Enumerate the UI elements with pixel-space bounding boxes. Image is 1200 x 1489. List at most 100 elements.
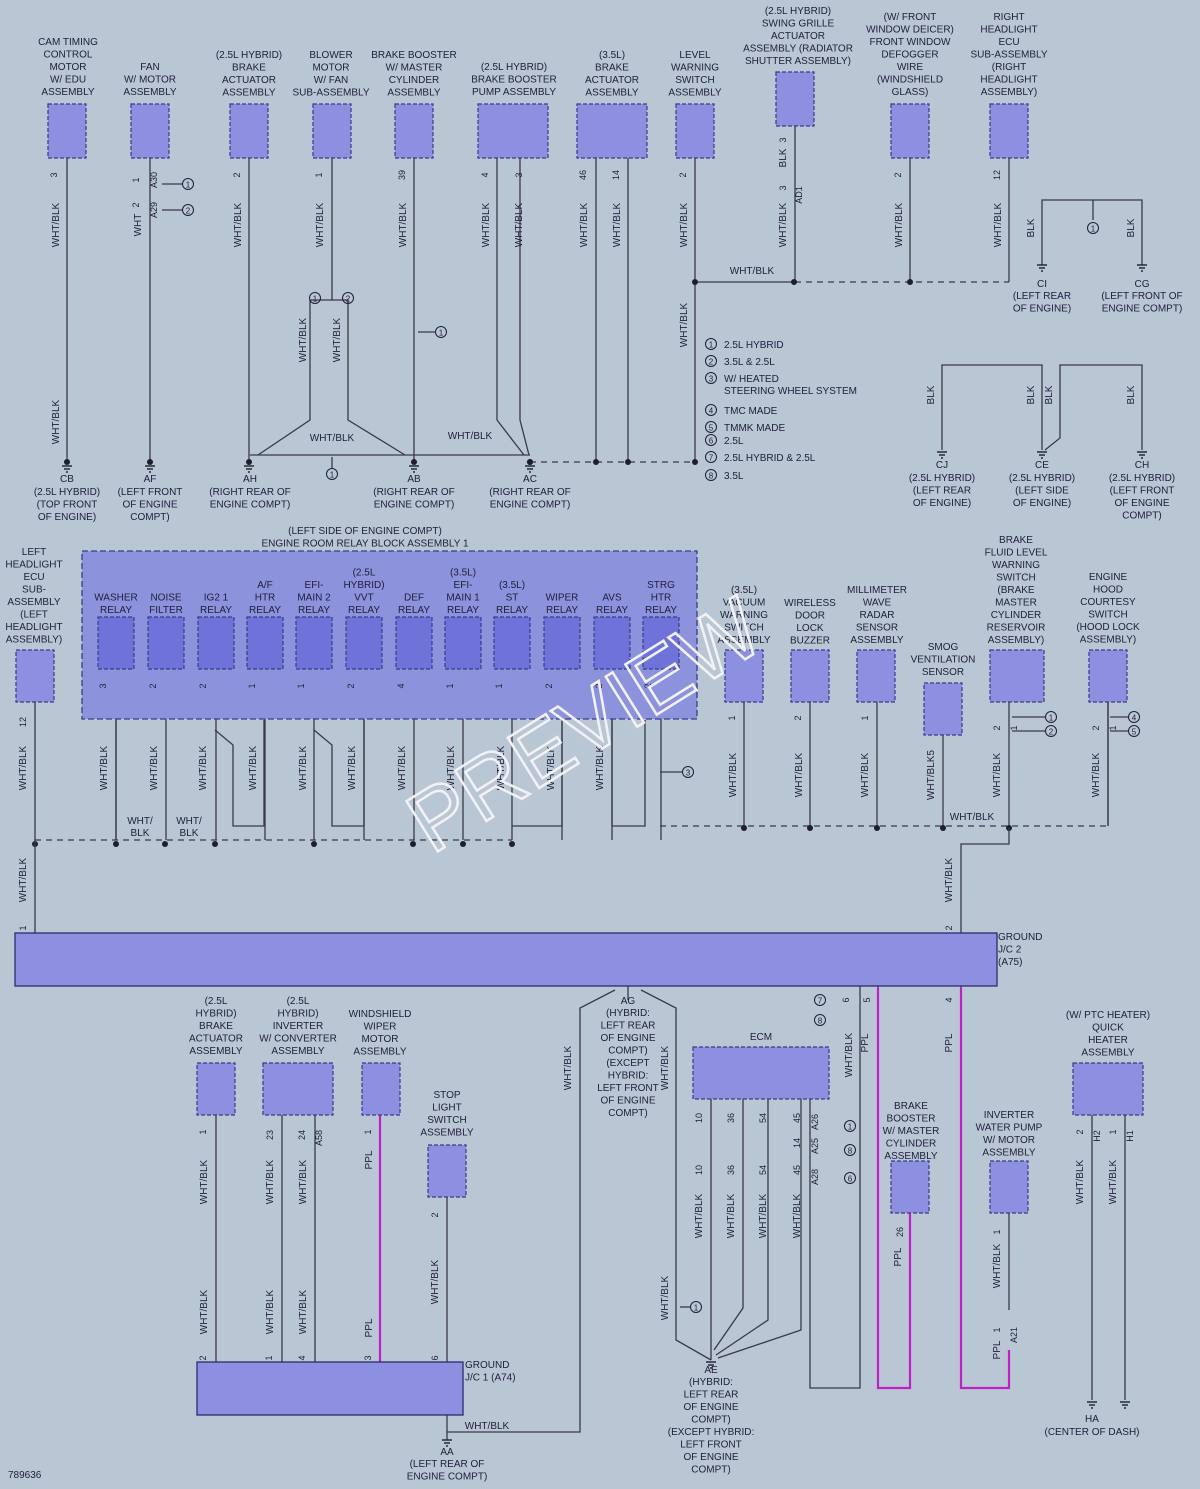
component-box [262,1062,334,1116]
wire-label: BLK [1026,385,1037,404]
relay-box [97,616,135,670]
pin-number: 2 [131,202,141,207]
pin-number: 36 [726,1165,736,1175]
pin-number: 1 [494,683,504,688]
component-box [1088,649,1128,703]
wire [1044,364,1143,451]
splice-dot [907,279,913,285]
ground-symbol [62,465,72,473]
ground-id: AH [243,474,257,485]
callout-number: 4 [709,407,714,416]
pin-number: A58 [314,1130,324,1146]
wire-label: WHT/BLK [794,752,805,797]
pin-number: 2 [198,683,208,688]
wire [447,1415,581,1433]
callout-circle [326,468,338,480]
pin-number: 39 [397,170,407,180]
ground-symbol [442,1439,452,1447]
wire-label: WHT/BLK [265,1159,276,1204]
wire [257,300,311,456]
wire [214,720,265,827]
wire-label: WHT/BLK [51,202,62,247]
callout-number: 1 [1049,714,1054,723]
wire [876,988,912,1390]
pin-number: 1 [1009,725,1019,730]
callout-circle [844,1144,856,1156]
ground-id: CJ [936,460,948,471]
ground-symbol [937,451,947,459]
pin-number: 2 [678,172,688,177]
pin-number: 1 [131,177,141,182]
relay-box [493,616,531,670]
pin-number: 1 [198,1129,208,1134]
relay-box [593,616,631,670]
callout-circle [309,292,321,304]
pin-number: 10 [694,1165,704,1175]
callout-number: 7 [818,997,823,1006]
splice-dot [807,825,813,831]
pin-number: 3 [363,1355,373,1360]
ground-symbol [409,465,419,473]
ground-symbol [1037,264,1047,272]
pin-number: A29 [149,202,159,218]
wire-label: WHT/BLK [248,745,259,790]
pin-number: 14 [792,1138,802,1148]
pin-number: 2 [232,172,242,177]
wire-label: BLK [1126,385,1137,404]
wire-label: WHT/BLK [726,1193,737,1238]
callout-circle [814,1014,826,1026]
splice-dot [874,825,880,831]
splice-dot [940,825,946,831]
pin-number: 3 [514,172,524,177]
splice-dot [460,841,466,847]
wire-label: WHT/BLK [579,202,590,247]
pin-number: 4 [480,172,490,177]
component-box [890,103,930,159]
callout-number: 1 [439,329,444,338]
callout-circle [690,1301,702,1313]
wire-label: WHT/BLK [860,752,871,797]
pin-number: 1 [264,1355,274,1360]
wire [941,364,1043,450]
splice-dot [741,825,747,831]
wire-label: WHT/BLK [397,745,408,790]
ground-id: CI [1037,279,1047,290]
wire-label: PPL [364,1150,375,1169]
wire-label: WHT/BLK [398,202,409,247]
component-box [477,103,549,159]
pin-number: 26 [895,1227,905,1237]
splice-dot [625,459,631,465]
ground-symbol [1037,451,1047,459]
pin-number: 4 [944,997,954,1002]
wire-label: WHT/BLK [332,317,343,362]
component-box [361,1062,401,1116]
pin-number: 12 [18,717,28,727]
wire [959,988,1011,1390]
callout-number: 1 [313,295,318,304]
pin-number: 4 [297,1355,307,1360]
component-box [196,1062,236,1116]
pin-number: 2 [148,683,158,688]
callout-number: 2 [1049,728,1054,737]
ground-symbol [1137,451,1147,459]
pin-number: 54 [758,1165,768,1175]
component-box [989,649,1045,703]
wire-label: PPL [860,1033,871,1052]
